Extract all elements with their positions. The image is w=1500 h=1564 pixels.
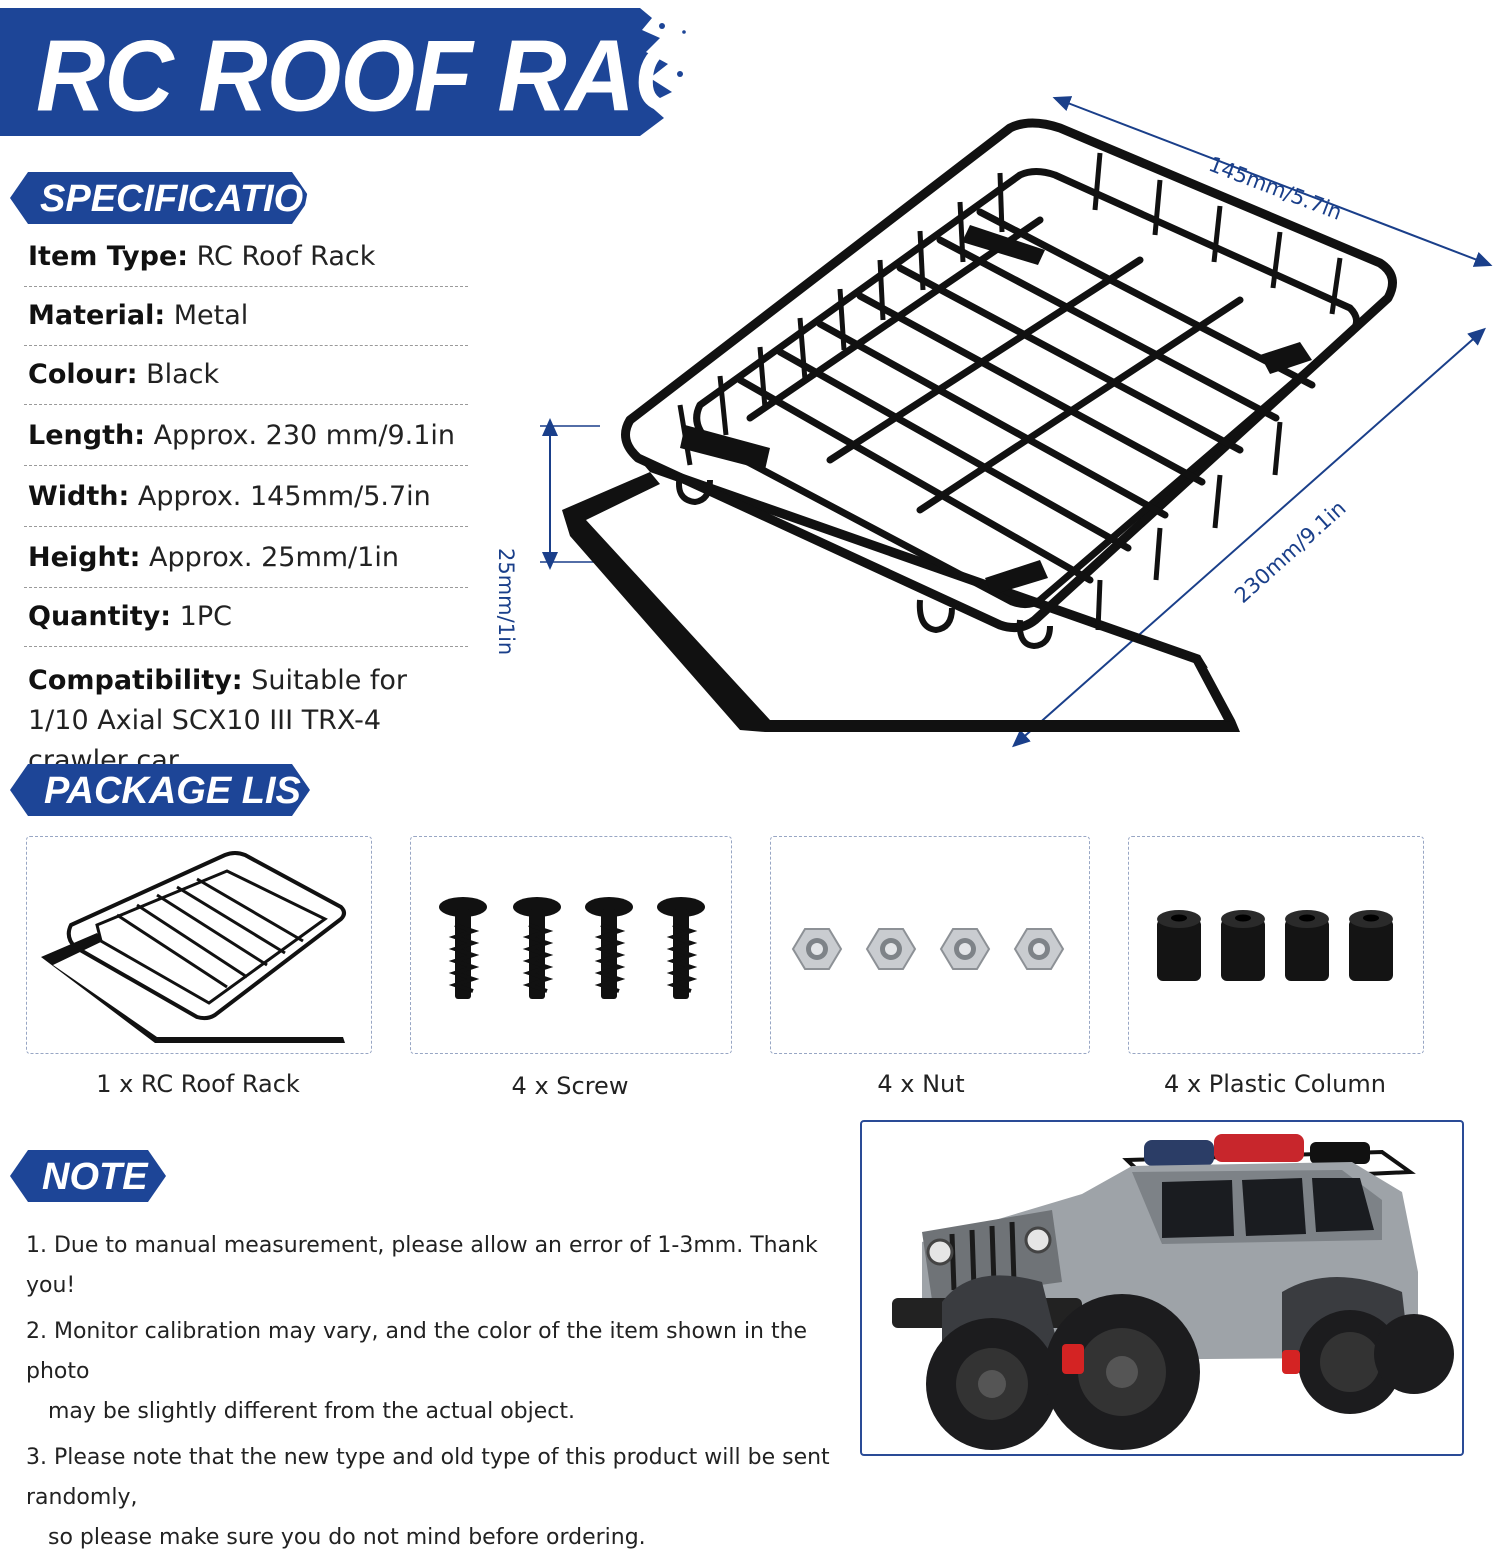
notes-list: 1. Due to manual measurement, please all… (26, 1226, 846, 1564)
specification-heading-text: SPECIFICATION (40, 178, 331, 220)
spec-colour: Colour: Black (24, 346, 468, 405)
car-photo-frame (860, 1120, 1464, 1456)
package-caption-rack: 1 x RC Roof Rack (96, 1070, 300, 1098)
screw-icon (439, 897, 705, 999)
spec-material: Material: Metal (24, 287, 468, 346)
package-item-column (1128, 836, 1424, 1054)
package-list-heading-text: PACKAGE LIST (44, 770, 325, 812)
note-1: 1. Due to manual measurement, please all… (26, 1233, 818, 1298)
package-item-screw (410, 836, 732, 1054)
spec-list: Item Type: RC Roof Rack Material: Metal … (24, 230, 468, 793)
spec-length: Length: Approx. 230 mm/9.1in (24, 405, 468, 466)
package-list-heading: PACKAGE LIST (10, 764, 324, 816)
note-2: 2. Monitor calibration may vary, and the… (26, 1319, 808, 1384)
roof-rack-diagram (540, 96, 1493, 748)
note-2-cont: may be slightly different from the actua… (48, 1399, 576, 1424)
note-3: 3. Please note that the new type and old… (26, 1445, 830, 1510)
note-heading: NOTE (10, 1150, 166, 1202)
package-item-nut (770, 836, 1090, 1054)
plastic-column-icon (1157, 910, 1393, 981)
specification-heading: SPECIFICATION (10, 172, 331, 224)
title-banner: RC ROOF RACK (0, 8, 772, 136)
package-caption-column: 4 x Plastic Column (1164, 1070, 1386, 1098)
package-item-rack (26, 836, 372, 1054)
note-3-cont: so please make sure you do not mind befo… (48, 1525, 646, 1550)
spec-width: Width: Approx. 145mm/5.7in (24, 466, 468, 527)
note-heading-text: NOTE (42, 1156, 148, 1198)
page-title: RC ROOF RACK (36, 20, 772, 133)
package-caption-nut: 4 x Nut (877, 1070, 965, 1098)
nut-icon (791, 928, 1065, 970)
roof-rack-thumb (41, 851, 346, 1043)
spec-quantity: Quantity: 1PC (24, 588, 468, 647)
spec-height: Height: Approx. 25mm/1in (24, 527, 468, 588)
rc-crawler-car-image (892, 1134, 1454, 1450)
package-caption-screw: 4 x Screw (511, 1072, 629, 1100)
spec-item-type: Item Type: RC Roof Rack (24, 230, 468, 287)
dim-height-label: 25mm/1in (494, 548, 518, 656)
